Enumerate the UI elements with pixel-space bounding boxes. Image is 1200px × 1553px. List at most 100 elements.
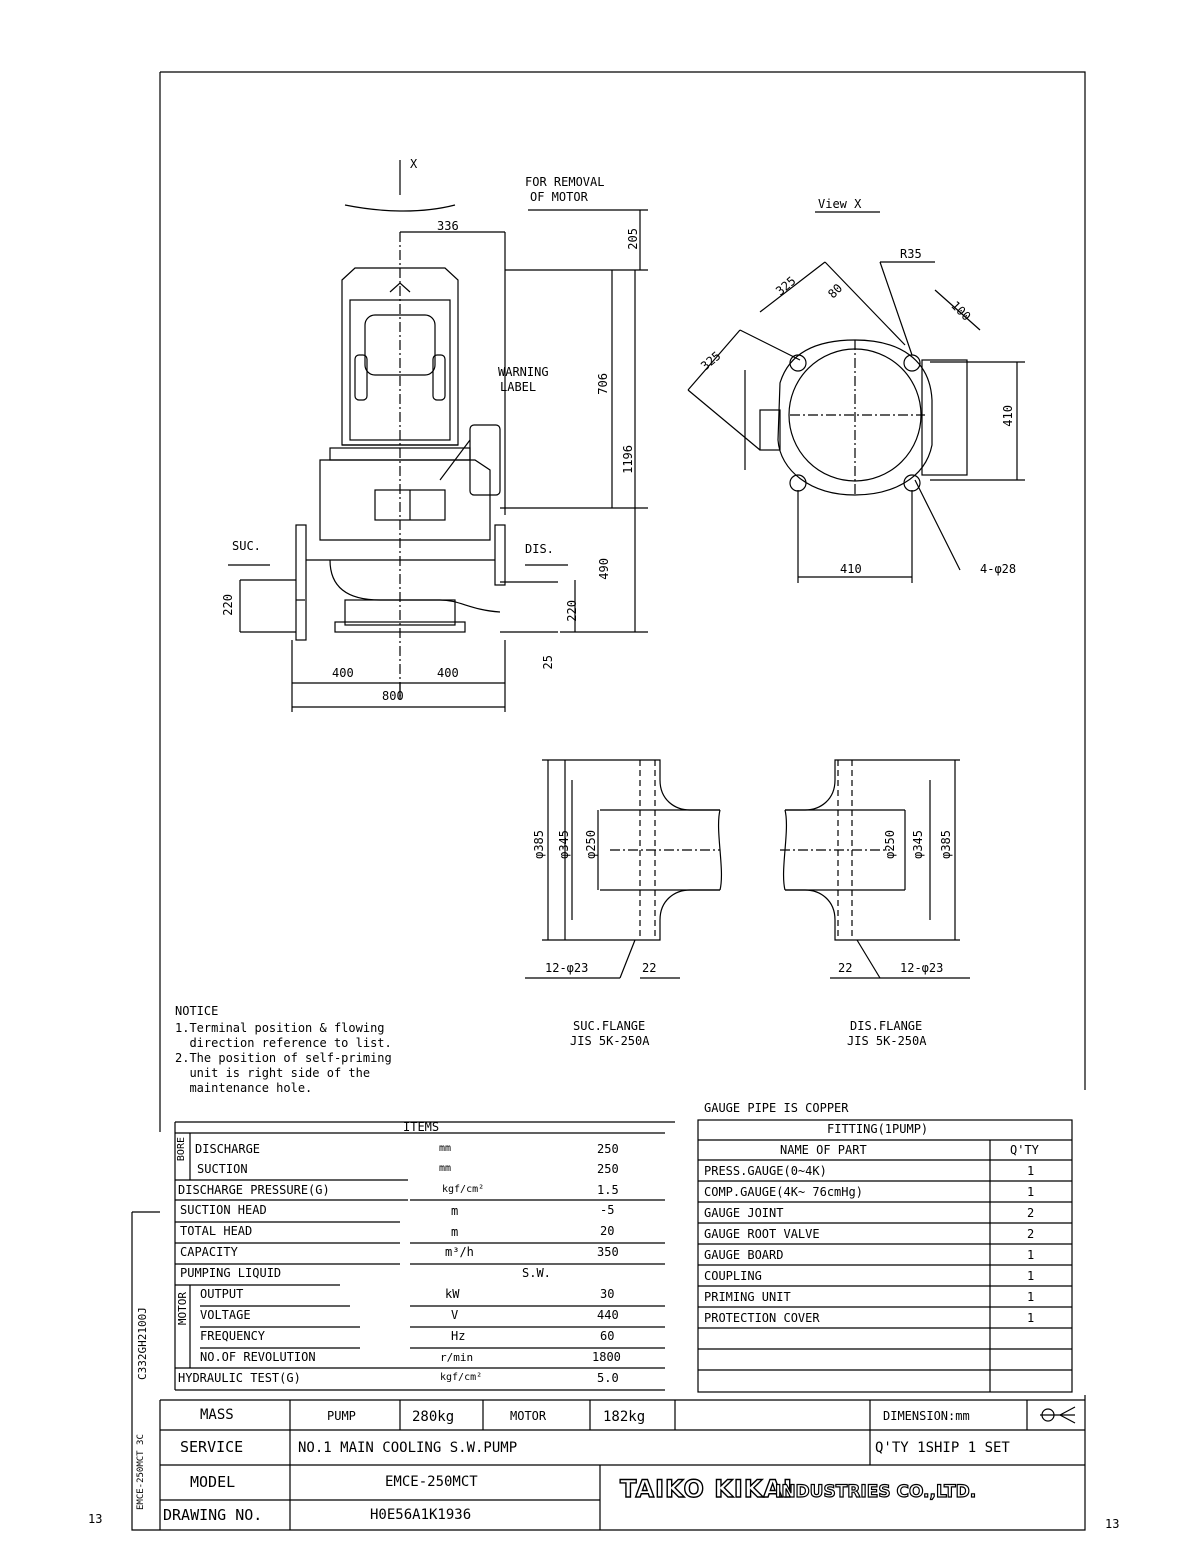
fitting-qty: 1	[1027, 1248, 1035, 1262]
dis-dim-phi385: φ385	[939, 830, 953, 859]
item-unit: kgf/cm²	[440, 1372, 483, 1383]
fitting-qty: 1	[1027, 1311, 1035, 1325]
fitting-table-lines	[697, 1119, 1073, 1393]
notice-line: 2.The position of self-priming	[175, 1051, 392, 1065]
drawing-frame	[131, 71, 1086, 1531]
service-value: NO.1 MAIN COOLING S.W.PUMP	[298, 1440, 518, 1456]
fitting-part: GAUGE ROOT VALVE	[704, 1227, 820, 1241]
fitting-qty: 1	[1027, 1269, 1035, 1283]
pump-elevation-view	[228, 160, 648, 712]
dim-706: 706	[596, 373, 610, 395]
item-unit: m³/h	[445, 1245, 474, 1259]
dis-label: DIS.	[525, 542, 554, 556]
item-name: DISCHARGE PRESSURE(G)	[178, 1183, 330, 1197]
dim-400-right: 400	[437, 666, 459, 680]
suc-holes: 12-φ23	[545, 961, 589, 975]
gauge-pipe-note: GAUGE PIPE IS COPPER	[704, 1101, 849, 1115]
fitting-col-name: NAME OF PART	[780, 1143, 867, 1157]
company-logo-main: TAIKO KIKAI	[619, 1474, 793, 1503]
dis-flange-title: DIS.FLANGE	[850, 1019, 923, 1033]
fitting-part: GAUGE BOARD	[704, 1248, 784, 1262]
item-value: 5.0	[597, 1371, 619, 1385]
view-mark-x: X	[410, 157, 418, 171]
motor-mass-value: 182kg	[603, 1409, 646, 1425]
item-unit: m	[451, 1204, 459, 1218]
suc-dim-phi345: φ345	[557, 830, 571, 859]
dim-800: 800	[382, 689, 404, 703]
item-value: 350	[597, 1245, 619, 1259]
item-value: 60	[600, 1329, 615, 1343]
fitting-part: COMP.GAUGE(4K~ 76cmHg)	[704, 1185, 863, 1199]
suc-flange-drawing	[525, 759, 723, 979]
fitting-part: COUPLING	[704, 1269, 762, 1283]
item-unit: Hz	[451, 1329, 466, 1343]
dim-25: 25	[541, 655, 555, 670]
item-name: OUTPUT	[200, 1287, 244, 1301]
notice-line: direction reference to list.	[175, 1036, 392, 1050]
item-unit: kW	[445, 1287, 460, 1301]
suc-dim-phi385: φ385	[532, 830, 546, 859]
item-name: CAPACITY	[180, 1245, 238, 1259]
item-unit: V	[451, 1308, 459, 1322]
dim-1196: 1196	[621, 445, 635, 474]
page-number-left: 13	[88, 1512, 103, 1526]
drawing-no-label: DRAWING NO.	[163, 1506, 263, 1524]
fitting-header: FITTING(1PUMP)	[827, 1122, 929, 1136]
fitting-qty: 2	[1027, 1227, 1035, 1241]
dim-410-horizontal: 410	[840, 562, 862, 576]
item-name: SUCTION	[197, 1162, 248, 1176]
dim-490: 490	[597, 558, 611, 580]
motor-mass-label: MOTOR	[510, 1409, 547, 1423]
fitting-col-qty: Q'TY	[1010, 1143, 1039, 1157]
removal-note-line2: OF MOTOR	[530, 190, 588, 204]
view-x-title: View X	[818, 197, 862, 211]
suc-thickness: 22	[642, 961, 657, 975]
item-value: 30	[600, 1287, 615, 1301]
removal-note-line1: FOR REMOVAL	[525, 175, 605, 189]
suc-flange-title: SUC.FLANGE	[573, 1019, 646, 1033]
fitting-qty: 1	[1027, 1290, 1035, 1304]
dis-flange-drawing	[780, 759, 970, 979]
item-name: FREQUENCY	[200, 1329, 266, 1343]
item-name: NO.OF REVOLUTION	[200, 1350, 316, 1364]
dis-dim-phi345: φ345	[911, 830, 925, 859]
dim-220-left: 220	[221, 594, 235, 616]
item-name: TOTAL HEAD	[180, 1224, 253, 1238]
item-value: 440	[597, 1308, 619, 1322]
fitting-qty: 1	[1027, 1185, 1035, 1199]
suc-flange-std: JIS 5K-250A	[570, 1034, 650, 1048]
quantity: Q'TY 1SHIP 1 SET	[875, 1440, 1010, 1456]
item-name: PUMPING LIQUID	[180, 1266, 282, 1280]
item-name: DISCHARGE	[195, 1142, 261, 1156]
side-code-upper: C332GH2100J	[136, 1307, 149, 1380]
dimension-unit: DIMENSION:mm	[883, 1409, 970, 1423]
item-value: 250	[597, 1162, 619, 1176]
dim-205: 205	[626, 228, 640, 250]
fitting-qty: 1	[1027, 1164, 1035, 1178]
dis-holes: 12-φ23	[900, 961, 944, 975]
view-x-drawing	[687, 211, 1025, 583]
side-code-lower: EMCE-250MCT 3C	[136, 1434, 146, 1510]
notice-line: unit is right side of the	[175, 1066, 371, 1080]
item-name: HYDRAULIC TEST(G)	[178, 1371, 301, 1385]
dis-dim-phi250: φ250	[883, 830, 897, 859]
item-value: 1.5	[597, 1183, 619, 1197]
page-number-right: 13	[1105, 1517, 1120, 1531]
bore-label: BORE	[176, 1137, 187, 1162]
item-name: VOLTAGE	[200, 1308, 251, 1322]
model-label: MODEL	[190, 1473, 236, 1491]
dis-thickness: 22	[838, 961, 853, 975]
dim-r35: R35	[900, 247, 922, 261]
model-value: EMCE-250MCT	[385, 1474, 478, 1490]
notice-title: NOTICE	[175, 1004, 219, 1018]
item-value: 250	[597, 1142, 619, 1156]
dis-flange-std: JIS 5K-250A	[847, 1034, 927, 1048]
item-unit: mm	[439, 1163, 452, 1174]
fitting-part: PROTECTION COVER	[704, 1311, 820, 1325]
items-header: ITEMS	[403, 1120, 440, 1134]
fitting-part: PRIMING UNIT	[704, 1290, 791, 1304]
item-unit: r/min	[440, 1351, 474, 1364]
company-logo-tail: INDUSTRIES CO.,LTD.	[774, 1481, 977, 1502]
fitting-qty: 2	[1027, 1206, 1035, 1220]
items-table-lines	[174, 1121, 675, 1391]
